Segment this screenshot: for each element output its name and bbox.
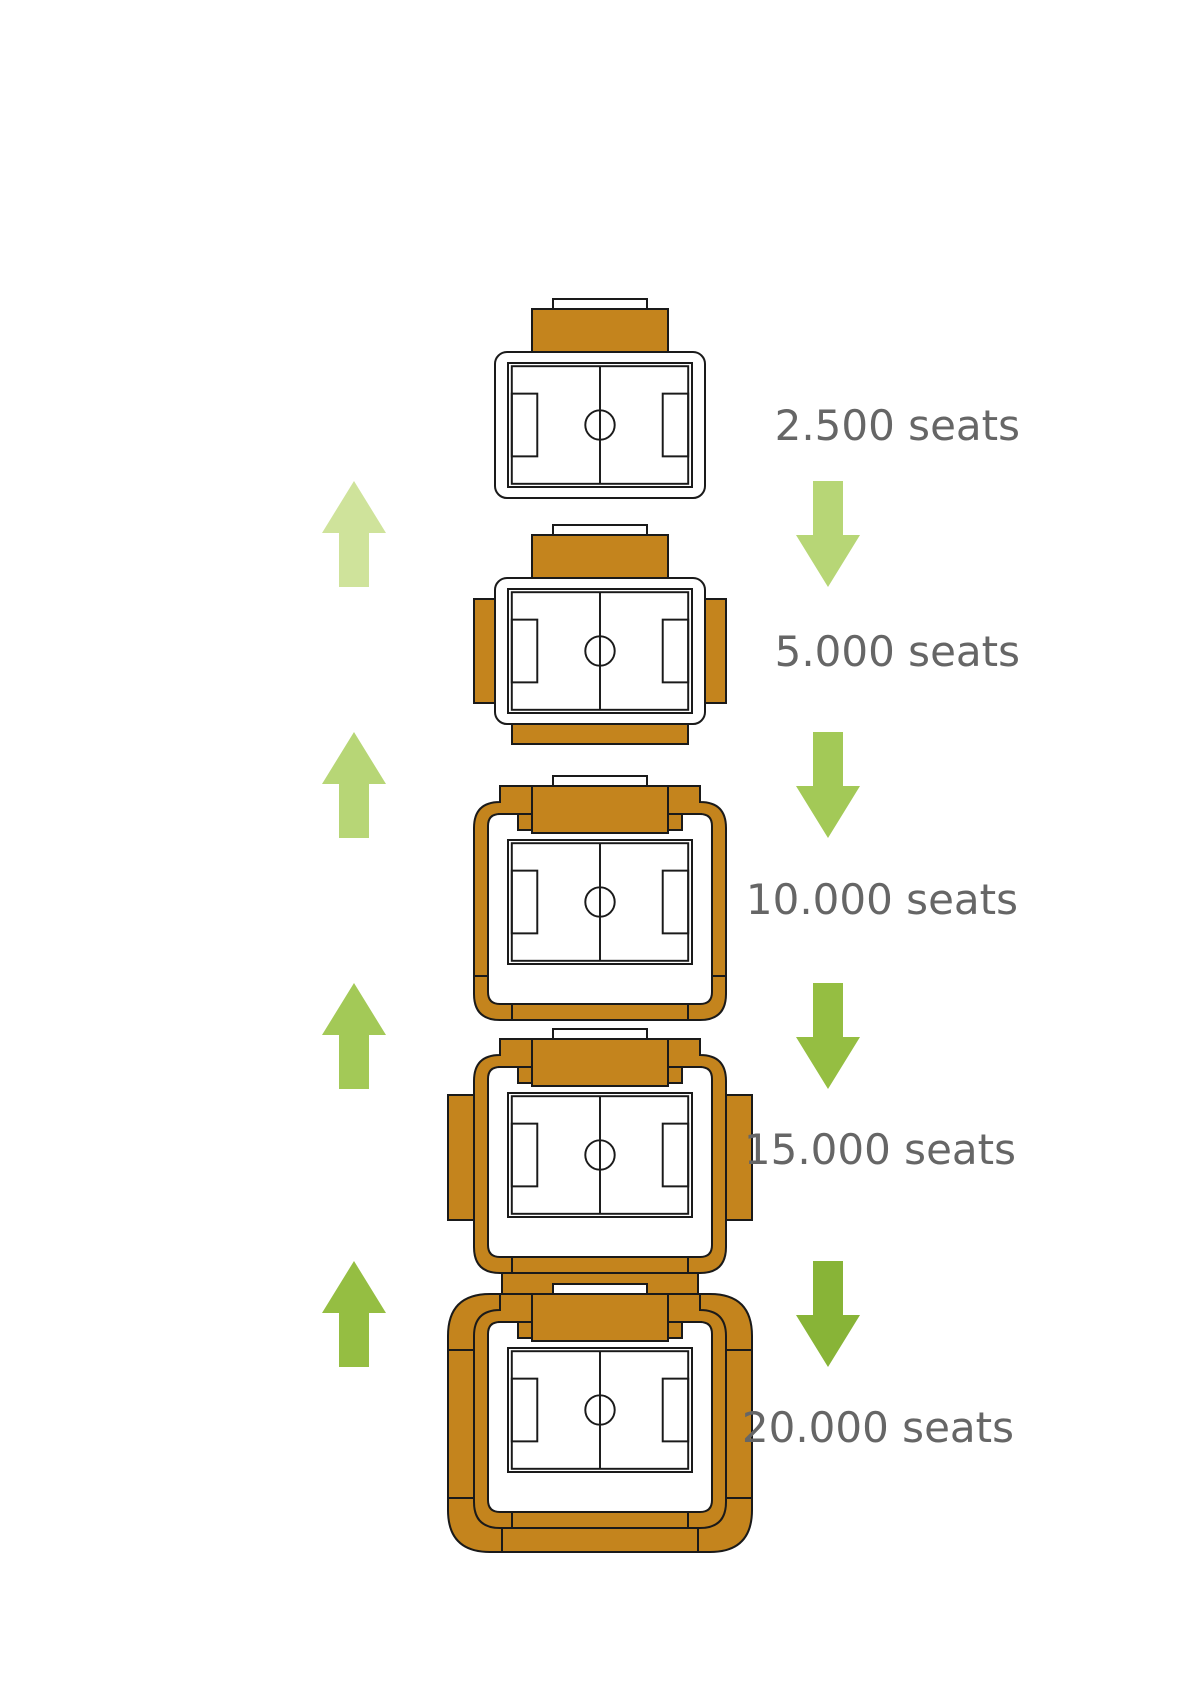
- stage-label-4: 15.000 seats: [744, 1125, 1016, 1174]
- up-arrow-icon: [322, 1261, 386, 1367]
- stadium-stage-1: [494, 298, 706, 499]
- stage-label-3: 10.000 seats: [746, 875, 1018, 924]
- stage-label-1: 2.500 seats: [775, 401, 1020, 450]
- stadium-stage-3: [473, 775, 727, 1021]
- stage-label-2: 5.000 seats: [775, 627, 1020, 676]
- up-arrow-icon: [322, 481, 386, 587]
- up-arrow-icon: [322, 983, 386, 1089]
- stadium-stage-5: [447, 1283, 753, 1553]
- down-arrow-icon: [796, 983, 860, 1089]
- up-arrow-icon: [322, 732, 386, 838]
- stadium-stage-4: [447, 1028, 753, 1298]
- down-arrow-icon: [796, 481, 860, 587]
- stage-label-5: 20.000 seats: [742, 1403, 1014, 1452]
- stadium-stage-2: [473, 524, 727, 745]
- down-arrow-icon: [796, 1261, 860, 1367]
- down-arrow-icon: [796, 732, 860, 838]
